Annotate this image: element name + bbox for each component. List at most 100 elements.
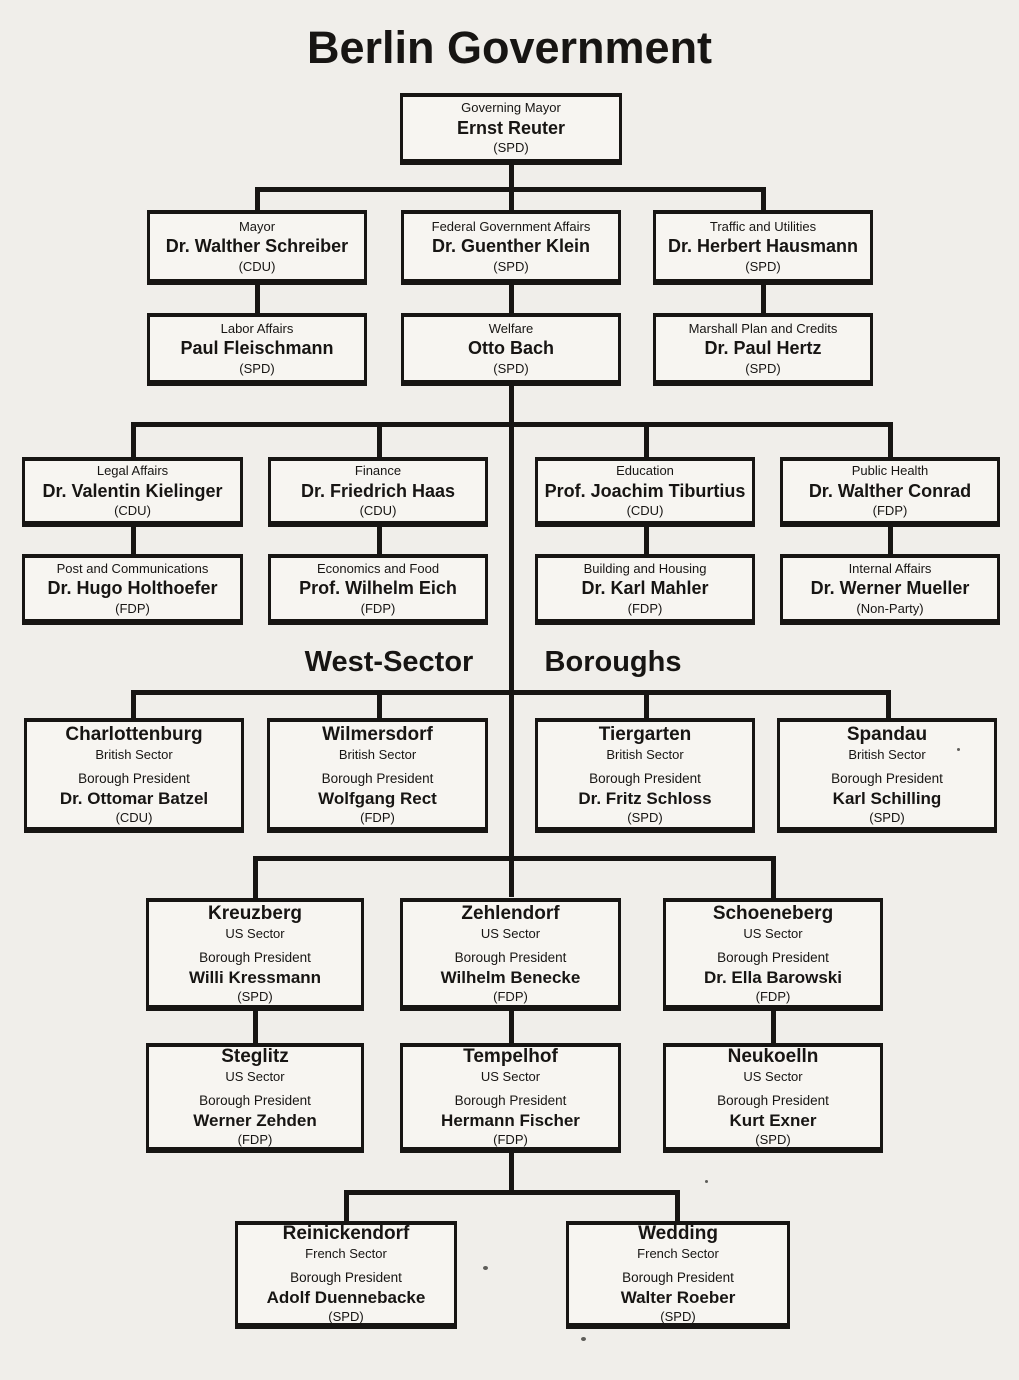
scan-speck bbox=[705, 1180, 708, 1183]
role-label: Borough President bbox=[589, 770, 701, 786]
connector-line bbox=[131, 422, 136, 460]
president-name: Karl Schilling bbox=[832, 788, 942, 808]
role-label: Borough President bbox=[199, 1093, 311, 1108]
org-box-tiergarten: Tiergarten British Sector Borough Presid… bbox=[535, 718, 755, 833]
connector-line bbox=[131, 525, 136, 557]
borough-name: Wilmersdorf bbox=[322, 723, 433, 745]
org-box-economics-food: Economics and Food Prof. Wilhelm Eich (F… bbox=[268, 554, 488, 625]
party-label: (SPD) bbox=[237, 988, 273, 1004]
president-name: Walter Roeber bbox=[620, 1288, 736, 1307]
dept-label: Marshall Plan and Credits bbox=[688, 320, 838, 336]
connector-line bbox=[509, 1151, 514, 1193]
connector-line bbox=[377, 525, 382, 557]
role-label: Borough President bbox=[454, 949, 567, 965]
person-name: Dr. Friedrich Haas bbox=[300, 480, 456, 501]
connector-line bbox=[344, 1190, 680, 1195]
borough-name: Tempelhof bbox=[463, 1046, 558, 1067]
dept-label: Internal Affairs bbox=[848, 560, 932, 576]
org-box-tempelhof: Tempelhof US Sector Borough President He… bbox=[400, 1043, 621, 1153]
sector-label: US Sector bbox=[480, 925, 541, 941]
org-box-schoeneberg: Schoeneberg US Sector Borough President … bbox=[663, 898, 883, 1011]
connector-line bbox=[377, 690, 382, 721]
sector-label: US Sector bbox=[225, 925, 285, 941]
party-label: (FDP) bbox=[360, 600, 396, 616]
role-label: Borough President bbox=[454, 1093, 567, 1108]
dept-label: Legal Affairs bbox=[96, 463, 169, 479]
connector-line bbox=[344, 1190, 349, 1223]
sector-label: US Sector bbox=[225, 1069, 285, 1084]
person-name: Ernst Reuter bbox=[456, 117, 566, 138]
org-box-legal-affairs: Legal Affairs Dr. Valentin Kielinger (CD… bbox=[22, 457, 243, 527]
connector-line bbox=[131, 690, 136, 721]
borough-name: Reinickendorf bbox=[282, 1223, 410, 1244]
connector-line bbox=[509, 163, 514, 190]
section-header-west-sector: West-Sector bbox=[304, 646, 474, 678]
connector-line bbox=[644, 422, 649, 460]
borough-name: Steglitz bbox=[221, 1046, 289, 1067]
party-label: (SPD) bbox=[869, 809, 905, 825]
borough-name: Zehlendorf bbox=[461, 902, 560, 924]
role-label: Borough President bbox=[321, 770, 434, 786]
person-name: Dr. Paul Hertz bbox=[704, 338, 822, 359]
party-label: (SPD) bbox=[627, 809, 663, 825]
role-label: Borough President bbox=[831, 770, 943, 786]
president-name: Dr. Ella Barowski bbox=[704, 967, 842, 987]
party-label: (SPD) bbox=[493, 140, 529, 156]
dept-label: Building and Housing bbox=[583, 560, 707, 576]
org-box-finance: Finance Dr. Friedrich Haas (CDU) bbox=[268, 457, 488, 527]
org-box-federal-affairs: Federal Government Affairs Dr. Guenther … bbox=[401, 210, 621, 285]
sector-label: British Sector bbox=[338, 746, 417, 762]
connector-line bbox=[888, 422, 893, 460]
org-box-welfare: Welfare Otto Bach (SPD) bbox=[401, 313, 621, 386]
borough-name: Wedding bbox=[638, 1223, 718, 1244]
president-name: Wilhelm Benecke bbox=[440, 967, 581, 987]
page-title: Berlin Government bbox=[306, 22, 713, 73]
connector-line bbox=[888, 525, 893, 557]
scan-speck bbox=[957, 748, 960, 751]
dept-label: Finance bbox=[354, 463, 402, 479]
party-label: (CDU) bbox=[238, 258, 276, 274]
person-name: Dr. Valentin Kielinger bbox=[42, 480, 223, 501]
connector-line bbox=[886, 690, 891, 721]
connector-line bbox=[253, 856, 258, 898]
person-name: Dr. Werner Mueller bbox=[810, 578, 970, 599]
party-label: (CDU) bbox=[114, 503, 151, 519]
connector-line bbox=[509, 1008, 514, 1043]
connector-line bbox=[644, 525, 649, 557]
org-box-reinickendorf: Reinickendorf French Sector Borough Pres… bbox=[235, 1221, 457, 1329]
org-box-kreuzberg: Kreuzberg US Sector Borough President Wi… bbox=[146, 898, 364, 1011]
party-label: (FDP) bbox=[755, 988, 791, 1004]
dept-label: Economics and Food bbox=[316, 560, 440, 576]
party-label: (CDU) bbox=[115, 809, 153, 825]
dept-label: Federal Government Affairs bbox=[431, 218, 591, 234]
org-box-labor-affairs: Labor Affairs Paul Fleischmann (SPD) bbox=[147, 313, 367, 386]
connector-line bbox=[255, 283, 260, 315]
sector-label: British Sector bbox=[606, 746, 684, 762]
party-label: (SPD) bbox=[493, 360, 529, 376]
president-name: Adolf Duennebacke bbox=[266, 1288, 426, 1307]
connector-line bbox=[761, 283, 766, 315]
role-label: Borough President bbox=[290, 1270, 402, 1285]
party-label: (FDP) bbox=[493, 1132, 528, 1147]
party-label: (SPD) bbox=[745, 360, 781, 376]
sector-label: US Sector bbox=[743, 925, 803, 941]
borough-name: Schoeneberg bbox=[712, 902, 834, 924]
borough-name: Kreuzberg bbox=[208, 902, 302, 924]
person-name: Dr. Karl Mahler bbox=[581, 578, 709, 599]
org-box-public-health: Public Health Dr. Walther Conrad (FDP) bbox=[780, 457, 1000, 527]
party-label: (FDP) bbox=[493, 988, 528, 1004]
party-label: (FDP) bbox=[627, 600, 663, 616]
scan-speck bbox=[483, 1266, 488, 1270]
dept-label: Traffic and Utilities bbox=[709, 218, 817, 234]
org-box-steglitz: Steglitz US Sector Borough President Wer… bbox=[146, 1043, 364, 1153]
org-box-zehlendorf: Zehlendorf US Sector Borough President W… bbox=[400, 898, 621, 1011]
org-box-spandau: Spandau British Sector Borough President… bbox=[777, 718, 997, 833]
connector-line bbox=[509, 187, 514, 213]
president-name: Dr. Fritz Schloss bbox=[578, 788, 712, 808]
borough-name: Tiergarten bbox=[598, 723, 692, 745]
dept-label: Labor Affairs bbox=[220, 320, 294, 336]
role-label: Borough President bbox=[78, 770, 190, 786]
person-name: Paul Fleischmann bbox=[180, 338, 334, 359]
party-label: (SPD) bbox=[745, 258, 781, 274]
